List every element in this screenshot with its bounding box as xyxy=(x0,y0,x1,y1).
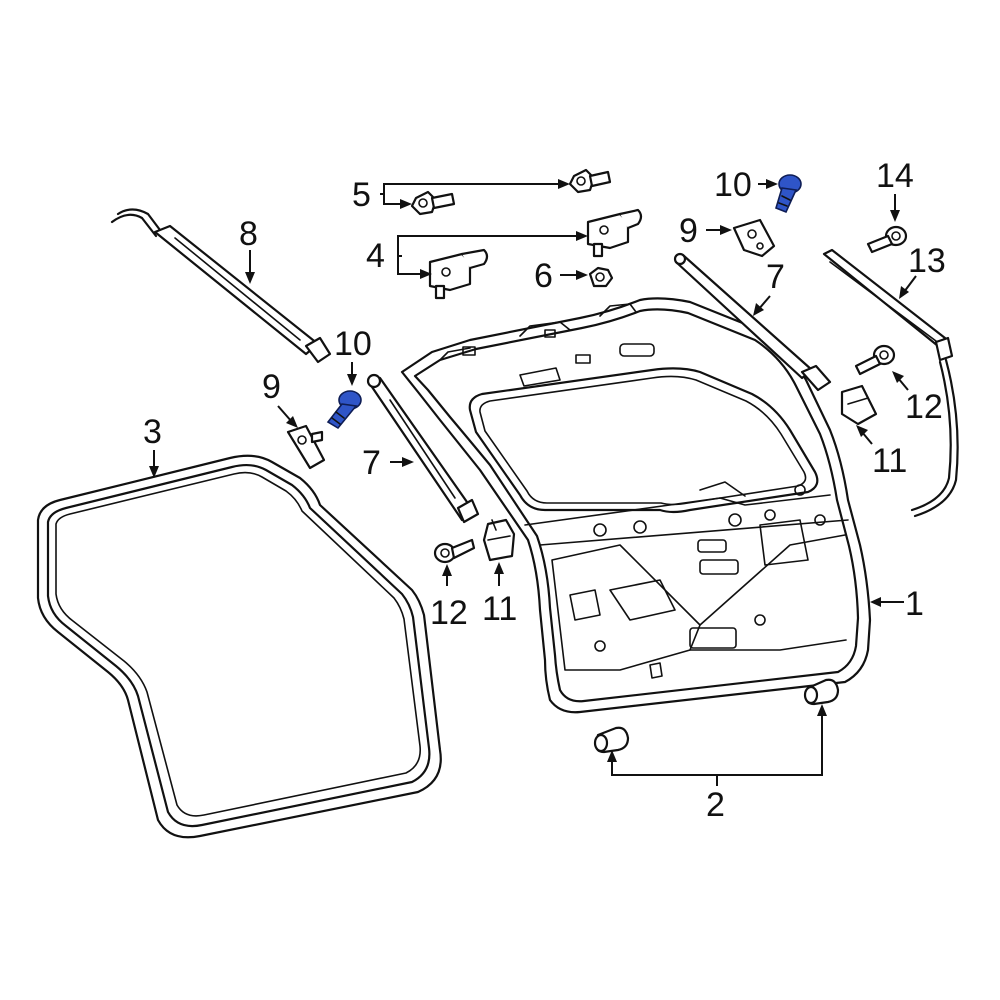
callout-9-left: 9 xyxy=(262,368,281,406)
leader-lines xyxy=(149,179,917,786)
callout-6: 6 xyxy=(534,257,553,295)
hinge-nut[interactable] xyxy=(588,266,614,288)
callout-8: 8 xyxy=(239,215,258,253)
hinge-left[interactable] xyxy=(428,248,489,300)
callout-12-left: 12 xyxy=(430,594,468,632)
lift-support-strut-right[interactable] xyxy=(673,252,832,392)
callout-5: 5 xyxy=(352,176,371,214)
callout-11-left: 11 xyxy=(482,590,517,628)
callout-4: 4 xyxy=(366,237,385,275)
callout-11-right: 11 xyxy=(872,442,907,480)
bumper-stop-left[interactable] xyxy=(482,518,516,562)
strut-bolt-left-highlighted[interactable] xyxy=(326,390,362,430)
bumper-cushion-left[interactable] xyxy=(593,726,630,754)
callout-10-left: 10 xyxy=(334,325,372,363)
hinge-right[interactable] xyxy=(586,208,643,258)
liftgate-panel[interactable] xyxy=(400,297,872,714)
callout-13: 13 xyxy=(908,242,946,280)
callout-1: 1 xyxy=(905,585,924,623)
callout-7-right: 7 xyxy=(766,258,785,296)
lift-support-with-wiring[interactable] xyxy=(110,208,332,364)
strut-bracket-right[interactable] xyxy=(732,218,776,258)
hinge-bolt-upper[interactable] xyxy=(568,168,612,194)
weatherstrip-seal[interactable] xyxy=(36,454,442,839)
strut-bolt-right-highlighted[interactable] xyxy=(775,174,802,214)
callout-2: 2 xyxy=(706,786,725,824)
screw-left[interactable] xyxy=(433,538,476,564)
strut-bracket-left[interactable] xyxy=(286,424,326,470)
callout-14: 14 xyxy=(876,157,914,195)
bumper-stop-right[interactable] xyxy=(840,384,878,426)
trim-screw[interactable] xyxy=(866,225,908,254)
callout-9-right: 9 xyxy=(679,212,698,250)
trim-molding-and-cable[interactable] xyxy=(822,248,959,518)
callout-10-right: 10 xyxy=(714,166,752,204)
screw-right[interactable] xyxy=(854,344,896,376)
callout-labels: 1 2 3 4 5 6 7 7 8 9 9 10 10 11 11 12 12 … xyxy=(143,157,946,824)
callout-7-left: 7 xyxy=(362,444,381,482)
lift-support-strut-left[interactable] xyxy=(366,373,480,524)
callout-12-right: 12 xyxy=(905,388,943,426)
bumper-cushion-right[interactable] xyxy=(803,678,840,706)
hinge-bolt-lower[interactable] xyxy=(410,190,456,216)
callout-3: 3 xyxy=(143,413,162,451)
